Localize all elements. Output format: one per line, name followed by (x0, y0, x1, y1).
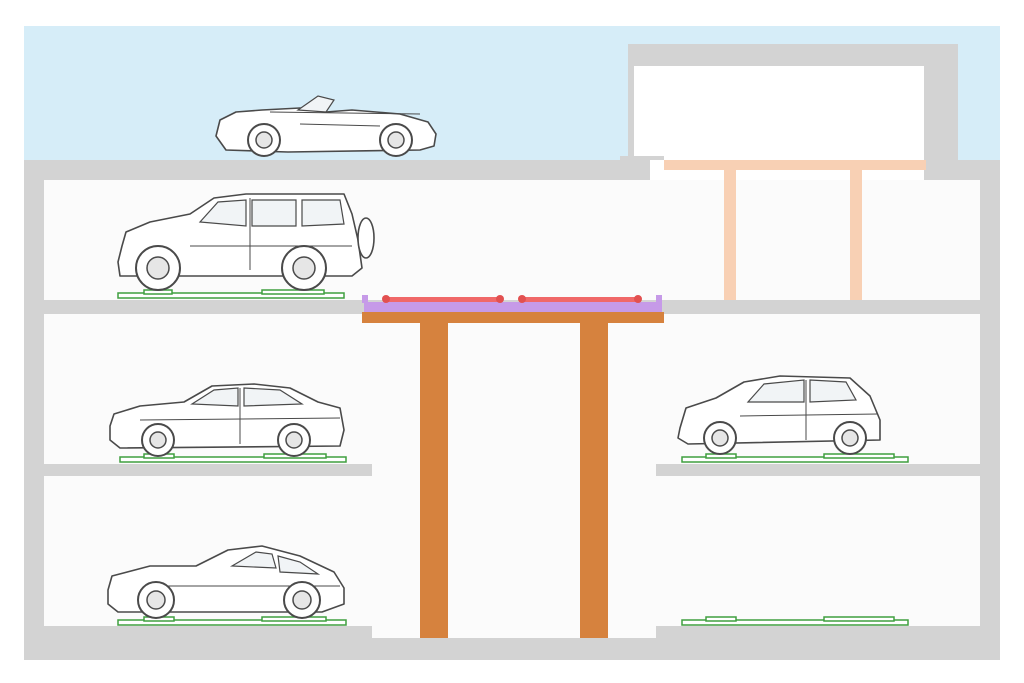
upper-lift-beam (664, 160, 926, 170)
pad-lower-right (681, 616, 909, 626)
hatchback-car (677, 375, 881, 455)
suv-car (117, 193, 375, 291)
upper-floor-slab-right (660, 300, 980, 314)
bottom-floor-left (44, 626, 372, 638)
lift-platform-end-right (656, 295, 662, 303)
main-lift (362, 295, 664, 638)
rail-node (518, 295, 526, 303)
pad-upper-left (117, 289, 345, 299)
roof-enclosure-interior (634, 66, 924, 160)
lift-column-right (580, 322, 608, 638)
sedan-car (109, 383, 345, 457)
lift-shaft (372, 312, 656, 638)
lift-rail-right (522, 297, 638, 302)
upper-lift-frame (664, 160, 926, 300)
bottom-floor-right (656, 626, 980, 638)
rail-node (382, 295, 390, 303)
rail-node (634, 295, 642, 303)
roof-enclosure (620, 44, 958, 180)
middle-floor-slab-left (44, 464, 372, 476)
lift-platform (364, 302, 662, 312)
middle-floor-slab-right (656, 464, 980, 476)
upper-lift-post-left (724, 170, 736, 300)
rail-node (496, 295, 504, 303)
convertible-car (215, 95, 437, 157)
upper-floor-slab-left (44, 300, 364, 314)
lower-level-interior-right (656, 476, 980, 626)
lift-rail-left (386, 297, 500, 302)
lift-crossbeam (362, 312, 664, 323)
parking-pads (117, 289, 909, 626)
roof-enclosure-ledge (620, 156, 664, 160)
lift-column-left (420, 322, 448, 638)
lift-platform-end-left (362, 295, 368, 303)
pad-lower-left (117, 616, 347, 626)
pad-middle-right (681, 453, 909, 463)
coupe-car (107, 545, 345, 619)
upper-lift-post-right (850, 170, 862, 300)
